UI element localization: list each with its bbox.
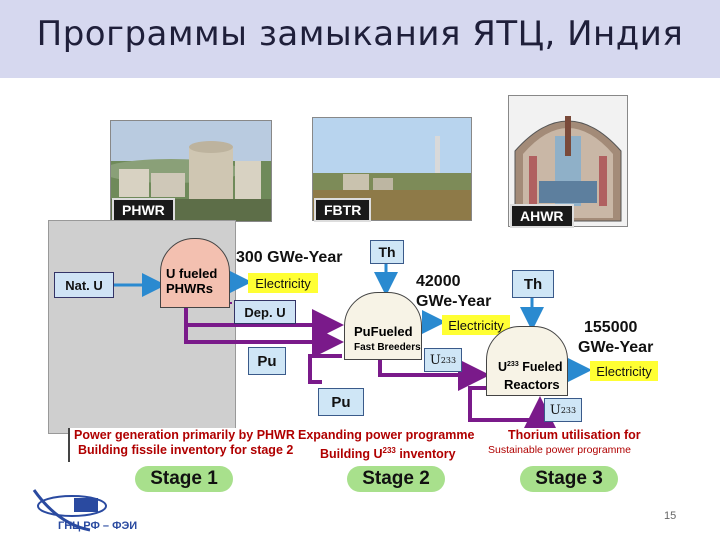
stage3-note-line2: Sustainable power programme (488, 444, 631, 456)
stage2-note: Expanding power programme Building U233 … (298, 428, 482, 462)
stage1-pill: Stage 1 (135, 466, 233, 492)
u233-reactor-u: U (498, 360, 508, 374)
stage1-pu-box: Pu (248, 347, 286, 375)
stage3-u233-sup: 233 (560, 405, 577, 415)
stage2-u233-u: U (429, 352, 441, 368)
stage3-th-box: Th (512, 270, 554, 298)
stage3-capacity-number: 155000 (584, 319, 638, 336)
stage3-pill: Stage 3 (520, 466, 618, 492)
stage2-note-line2-b: inventory (395, 447, 456, 462)
ippe-logo-icon (32, 489, 107, 532)
phwr-label: PHWR (112, 198, 175, 222)
stage2-capacity-number: 42000 (416, 273, 461, 290)
u233-reactor-sup: 233 (507, 360, 519, 368)
stage3-capacity-unit: GWe-Year (578, 339, 654, 356)
stage1-note-line1: Power generation primarily by PHWR (74, 428, 295, 442)
ippe-logo (28, 484, 128, 536)
stage3-note: Thorium utilisation for Sustainable powe… (482, 428, 664, 462)
fast-breeder-label: PuFueled (354, 324, 413, 339)
fast-breeder-reactor (344, 292, 422, 360)
title-bar (0, 0, 720, 78)
stage2-pu-box: Pu (318, 388, 364, 416)
fast-breeder-fueled: Fueled (370, 324, 413, 339)
phwr-reactor (160, 238, 230, 308)
stage2-capacity-unit: GWe-Year (416, 293, 492, 310)
fbtr-label: FBTR (314, 198, 372, 222)
nat-u-box: Nat. U (54, 272, 114, 298)
stage1-electricity: Electricity (248, 273, 318, 293)
slide-title: Программы замыкания ЯТЦ, Индия (36, 14, 684, 54)
stage3-note-line1: Thorium utilisation for (508, 428, 641, 442)
phwr-reactor-label: U fueled PHWRs (166, 266, 218, 296)
stage2-electricity: Electricity (442, 315, 510, 335)
u233-reactor-label-2: Reactors (504, 377, 560, 392)
page-number: 15 (664, 510, 677, 522)
stage2-pill: Stage 2 (347, 466, 445, 492)
stage1-capacity: 300 GWe-Year (236, 249, 343, 266)
fast-breeder-pu: Pu (354, 324, 371, 339)
stage3-u233-u: U (549, 402, 561, 418)
ahwr-reactor-image (514, 116, 622, 222)
stage2-th-box: Th (370, 240, 404, 264)
u233-reactor-label-1: U233 Fueled (498, 360, 562, 374)
stage2-note-line1: Expanding power programme (298, 428, 475, 442)
stage1-note-line2: Building fissile inventory for stage 2 (78, 443, 294, 457)
ahwr-label: AHWR (510, 204, 574, 228)
u233-reactor-fueled: Fueled (518, 360, 563, 374)
stage2-note-line2: Building U233 inventory (298, 443, 482, 462)
stage1-note: Power generation primarily by PHWR Build… (68, 428, 298, 462)
u233-reactor (486, 326, 568, 396)
fbtr-photo (312, 117, 472, 221)
fast-breeder-sub: Fast Breeders (354, 342, 421, 353)
dep-u-box: Dep. U (234, 300, 296, 324)
logo-text: ГНЦ РФ – ФЭИ (58, 520, 138, 532)
stage2-u233-sup: 233 (440, 355, 457, 365)
fbtr-plant-image (313, 118, 471, 220)
stage2-note-line2-a: Building U (320, 447, 383, 462)
stage2-note-line2-sup: 233 (382, 446, 396, 455)
stage3-electricity: Electricity (590, 361, 658, 381)
